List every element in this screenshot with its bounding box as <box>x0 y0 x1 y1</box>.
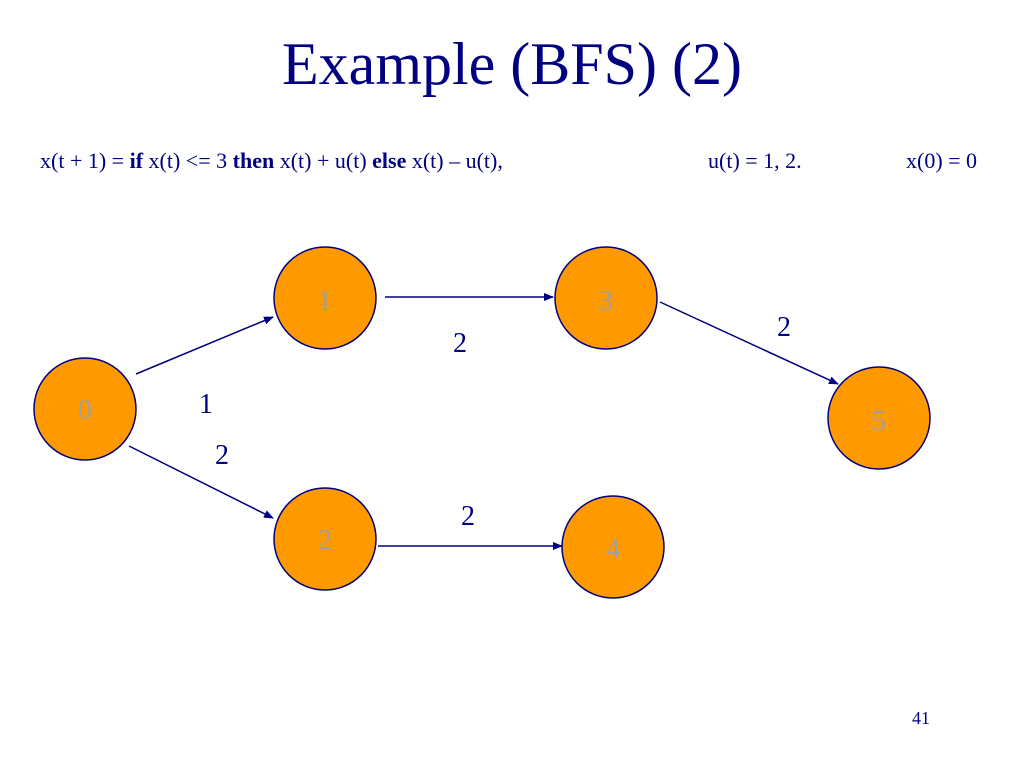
node-1: 1 <box>273 246 377 350</box>
node-2: 2 <box>273 487 377 591</box>
control-values: u(t) = 1, 2. <box>708 148 802 173</box>
edge-0-2 <box>128 445 274 519</box>
edge-3-5 <box>659 301 839 385</box>
keyword-else: else <box>372 148 407 173</box>
node-label-1: 1 <box>318 286 332 317</box>
edge-0-1 <box>135 316 274 375</box>
formula-part-lhs: x(t + 1) = <box>40 148 130 173</box>
keyword-if: if <box>129 148 144 173</box>
node-4: 4 <box>561 495 665 599</box>
node-3: 3 <box>554 246 658 350</box>
node-label-2: 2 <box>318 525 332 556</box>
node-5: 5 <box>827 366 931 470</box>
page-number: 41 <box>912 708 930 728</box>
formula-part-condition: x(t) <= 3 <box>143 148 233 173</box>
formula-part-else: x(t) – u(t), <box>406 148 503 173</box>
node-label-3: 3 <box>599 286 613 317</box>
keyword-then: then <box>232 148 275 173</box>
node-label-4: 4 <box>606 534 620 565</box>
edge-label-2-4: 2 <box>461 501 475 532</box>
node-0: 0 <box>33 357 137 461</box>
initial-state: x(0) = 0 <box>906 148 978 173</box>
slide-title: Example (BFS) (2) <box>282 31 742 97</box>
node-label-0: 0 <box>78 395 92 426</box>
edge-label-0-2: 2 <box>215 440 229 471</box>
transition-formula: x(t + 1) = if x(t) <= 3 then x(t) + u(t)… <box>40 146 503 176</box>
formula-part-then: x(t) + u(t) <box>274 148 373 173</box>
edge-label-1-3: 2 <box>453 328 467 359</box>
edge-label-3-5: 2 <box>777 312 791 343</box>
node-label-5: 5 <box>872 406 886 437</box>
edge-label-0-1: 1 <box>199 389 213 420</box>
